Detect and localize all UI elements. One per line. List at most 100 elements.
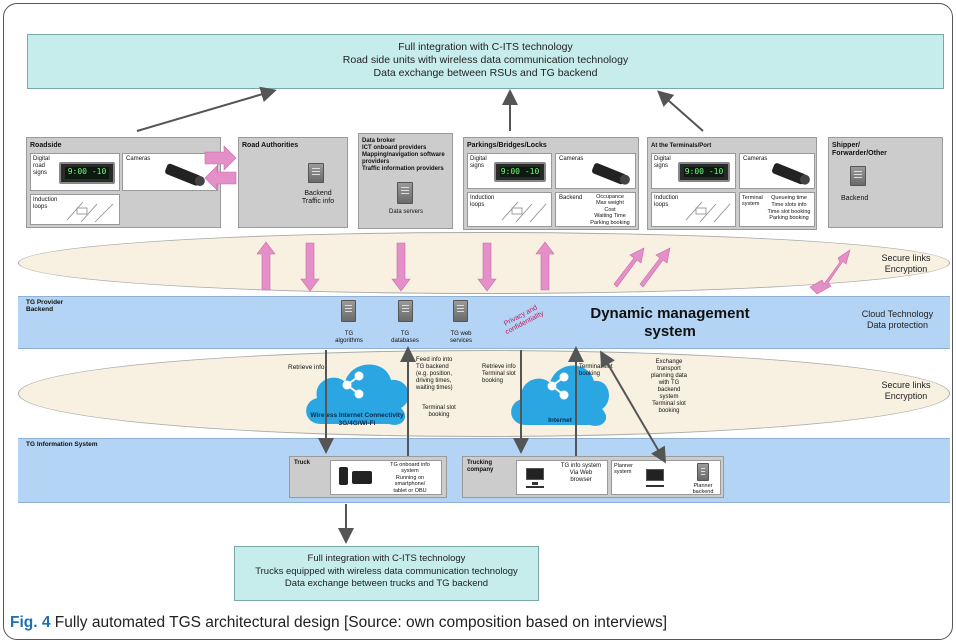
tg-databases-label: TG databases — [391, 331, 419, 344]
trucking-company-box: Trucking company TG info system Via Web … — [462, 456, 724, 498]
tablet-icon — [352, 471, 372, 484]
shipper-box: Shipper/ Forwarder/Other Backend — [828, 137, 943, 228]
camera-icon — [165, 163, 205, 186]
road-sign-icon: 9:00 -10 — [59, 162, 115, 184]
truck-title: Truck — [294, 460, 311, 466]
computer-base — [532, 482, 538, 485]
tg-web-services-label: TG web services — [449, 331, 472, 344]
terminal-slot-booking-mid-label: Terminal slot booking — [579, 364, 613, 377]
planner-backend-label: Planner backend — [692, 483, 714, 495]
keyboard-icon — [526, 486, 544, 488]
cloud-technology-label: Cloud Technology Data protection — [861, 309, 934, 330]
pink-arrow — [809, 249, 851, 295]
feed-info-label: Feed info into TG backend (e.g. position… — [416, 357, 453, 391]
pink-arrow — [204, 145, 237, 171]
terminals-digital-signs-label: Digital signs — [654, 156, 671, 169]
parkings-backend-items: Occupance Max weight Cost Waiting Time P… — [590, 194, 630, 226]
terminal-system-items: Queueing time Time slots info Time slot … — [767, 195, 811, 222]
induction-loops-label: Induction loops — [33, 197, 58, 210]
retrieve-info-label: Retrieve info — [288, 364, 325, 371]
bottom-cits-box: Full integration with C-ITS technology T… — [234, 546, 539, 601]
terminals-cameras-label: Cameras — [743, 156, 768, 162]
parkings-induction-loops-panel: Induction loops — [467, 192, 552, 227]
arrow — [599, 350, 667, 464]
bottom-box-line-1: Full integration with C-ITS technology — [307, 553, 466, 564]
cameras-panel: Cameras — [122, 153, 218, 191]
road-authorities-traffic-info: Traffic info — [301, 198, 335, 205]
top-box-line-3: Data exchange between RSUs and TG backen… — [373, 67, 598, 79]
pink-arrow — [204, 165, 237, 191]
exchange-label: Exchange transport planning data with TG… — [650, 359, 688, 414]
data-broker-text: Data broker ICT onboard providers Mappin… — [362, 138, 445, 172]
tg-info-system-title: TG Information System — [26, 441, 98, 448]
terminals-digital-signs-panel: Digital signs 9:00 -10 — [651, 153, 736, 189]
figure-number: Fig. 4 — [10, 614, 51, 631]
keyboard-icon — [646, 485, 664, 487]
road-authorities-box: Road Authorities Backend Traffic info — [238, 137, 348, 228]
server-icon — [308, 163, 324, 183]
top-cits-box: Full integration with C-ITS technology R… — [27, 34, 944, 89]
road-authorities-backend: Backend — [304, 190, 332, 197]
figure-caption: Fig. 4 Fully automated TGS architectural… — [10, 614, 667, 632]
figure-frame — [3, 3, 953, 640]
pink-arrow — [391, 242, 411, 292]
trucking-company-title: Trucking company — [467, 460, 494, 473]
terminals-cameras-panel: Cameras — [739, 153, 815, 189]
roadside-title: Roadside — [30, 142, 62, 149]
server-icon — [850, 166, 866, 186]
tg-algorithms-label: TG algorithms — [335, 331, 363, 344]
server-icon — [453, 300, 468, 322]
tg-provider-title: TG Provider Backend — [26, 299, 64, 313]
secure-links-ellipse-bottom — [18, 350, 950, 437]
truck-device-panel — [330, 460, 442, 495]
terminals-box: At the Terminals/Port Digital signs 9:00… — [647, 137, 817, 230]
top-box-line-2: Road side units with wireless data commu… — [342, 54, 629, 66]
digital-road-signs-panel: Digital road signs 9:00 -10 — [30, 153, 120, 191]
parkings-induction-loops-label: Induction loops — [470, 195, 495, 208]
roadside-box: Roadside Digital road signs 9:00 -10 Cam… — [26, 137, 221, 228]
camera-icon — [592, 163, 630, 185]
terminal-system-label: Terminal system — [742, 195, 763, 208]
induction-loop-icon — [685, 201, 731, 223]
camera-icon — [772, 163, 810, 185]
parkings-backend-panel: Backend Occupance Max weight Cost Waitin… — [555, 192, 636, 227]
retrieve-terminal-label: Retrieve info Terminal slot booking — [482, 364, 516, 384]
tg-provider-band — [18, 296, 950, 349]
parkings-title: Parkings/Bridges/Locks — [467, 142, 547, 149]
terminal-system-panel: Terminal system Queueing time Time slots… — [739, 192, 815, 227]
terminal-slot-booking-left-label: Terminal slot booking — [422, 405, 456, 418]
bottom-box-line-2: Trucks equipped with wireless data commu… — [255, 565, 518, 577]
pink-arrow — [477, 242, 497, 292]
cloud-icon — [511, 365, 609, 426]
parkings-digital-signs-label: Digital signs — [470, 156, 487, 169]
terminals-induction-loops-panel: Induction loops — [651, 192, 736, 227]
parkings-cameras-label: Cameras — [559, 156, 584, 162]
planner-system-label: Planner system — [614, 463, 633, 476]
server-icon — [398, 300, 413, 322]
induction-loop-icon — [66, 201, 114, 223]
cloud-icon — [306, 364, 409, 425]
arrow — [657, 90, 704, 132]
road-authorities-title: Road Authorities — [242, 142, 299, 149]
pink-arrow — [256, 241, 276, 291]
secure-links-bottom-label: Secure links Encryption — [881, 380, 931, 401]
data-servers-label: Data servers — [388, 209, 423, 215]
top-box-line-1: Full integration with C-ITS technology — [398, 41, 573, 53]
pink-arrow — [535, 241, 555, 291]
shipper-title: Shipper/ Forwarder/Other — [832, 142, 887, 157]
induction-loop-icon — [501, 201, 547, 223]
truck-box: Truck TG onboard info system Running on … — [289, 456, 447, 498]
figure-caption-text: Fully automated TGS architectural design… — [54, 614, 668, 631]
pink-arrow — [300, 242, 320, 292]
computer-icon — [646, 469, 664, 481]
arrow — [136, 86, 277, 132]
computer-icon — [526, 468, 544, 480]
pink-arrow — [613, 247, 645, 288]
bottom-box-line-3: Data exchange between trucks and TG back… — [284, 578, 489, 589]
cloud-left-label: Wireless Internet Connectivity 3G/4G/Wi-… — [310, 412, 404, 427]
shipper-backend: Backend — [841, 195, 869, 202]
terminals-title: At the Terminals/Port — [651, 143, 712, 149]
server-icon — [697, 463, 709, 481]
tg-info-web-text: TG info system Via Web browser — [560, 463, 602, 483]
